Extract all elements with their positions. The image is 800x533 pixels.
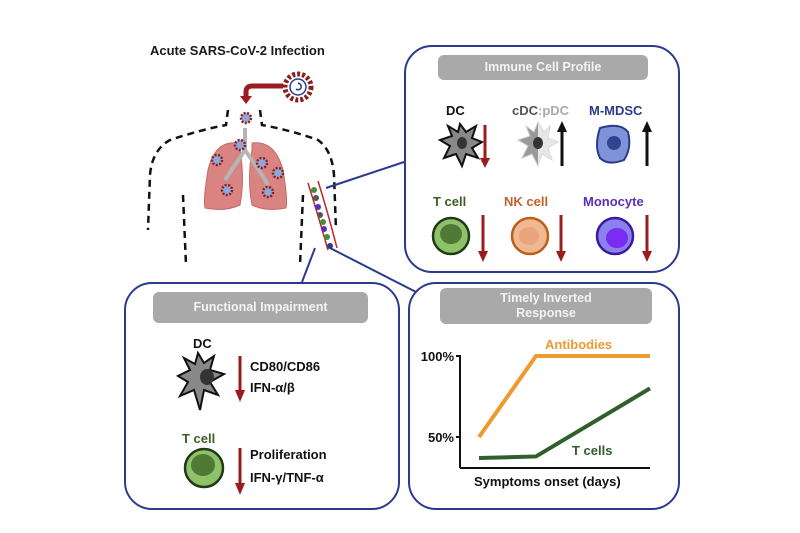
mdsc-cell-icon (596, 124, 631, 164)
blood-vessel-icon (307, 180, 338, 251)
dc-marker: CD80/CD86 (250, 359, 321, 374)
dc-label: DC (446, 103, 465, 118)
cdc-pdc-label: cDC:pDC (512, 103, 569, 118)
m-mdsc-label: M-MDSC (589, 103, 643, 118)
timely-inverted-response-header: Timely Inverted Response (440, 288, 652, 324)
down-arrow-icon (235, 356, 245, 402)
monocyte-icon (595, 216, 635, 256)
x-axis-label: Symptoms onset (days) (474, 474, 621, 489)
sars-cov-2-virus-icon (282, 71, 314, 103)
dendritic-cell-icon (175, 350, 227, 411)
dc-marker: IFN-α/β (250, 380, 295, 395)
functional-impairment-header: Functional Impairment (153, 292, 368, 323)
series-line-t-cells (478, 386, 652, 461)
connector-lines (301, 161, 421, 295)
y-tick-label: 100% (421, 349, 455, 364)
t-cell-marker: Proliferation (250, 447, 327, 462)
pdc-label: :pDC (538, 103, 570, 118)
dc-label: DC (193, 336, 212, 351)
down-arrow-icon (478, 215, 488, 262)
t-cell-label: T cell (182, 431, 216, 446)
t-cell-icon (183, 447, 225, 489)
t-cell-icon (431, 216, 471, 256)
split-dendritic-cell-icon (516, 120, 560, 168)
cdc-label: cDC (512, 103, 539, 118)
t-cell-label: T cell (433, 194, 467, 209)
series-label-t-cells: T cells (572, 443, 612, 458)
immune-cell-profile-header: Immune Cell Profile (438, 55, 648, 80)
body-outline (146, 109, 338, 266)
y-tick-label: 50% (428, 430, 454, 445)
series-label-antibodies: Antibodies (545, 337, 612, 352)
header-line-2: Response (516, 306, 576, 320)
t-cell-marker: IFN-γ/TNF-α (250, 470, 324, 485)
dendritic-cell-icon (437, 121, 485, 169)
up-arrow-icon (642, 121, 652, 166)
up-arrow-icon (557, 121, 567, 166)
down-arrow-icon (480, 125, 490, 168)
entry-arrow-icon (243, 83, 283, 96)
header-line-1: Timely Inverted (500, 291, 592, 305)
down-arrow-icon (642, 215, 652, 262)
monocyte-label: Monocyte (583, 194, 644, 209)
figure-title: Acute SARS-CoV-2 Infection (150, 43, 325, 58)
down-arrow-icon (235, 448, 245, 495)
down-arrow-icon (556, 215, 566, 262)
nk-cell-icon (510, 216, 550, 256)
nk-cell-label: NK cell (504, 194, 549, 209)
virus-particles (210, 111, 285, 199)
series-line-antibodies (477, 354, 650, 439)
